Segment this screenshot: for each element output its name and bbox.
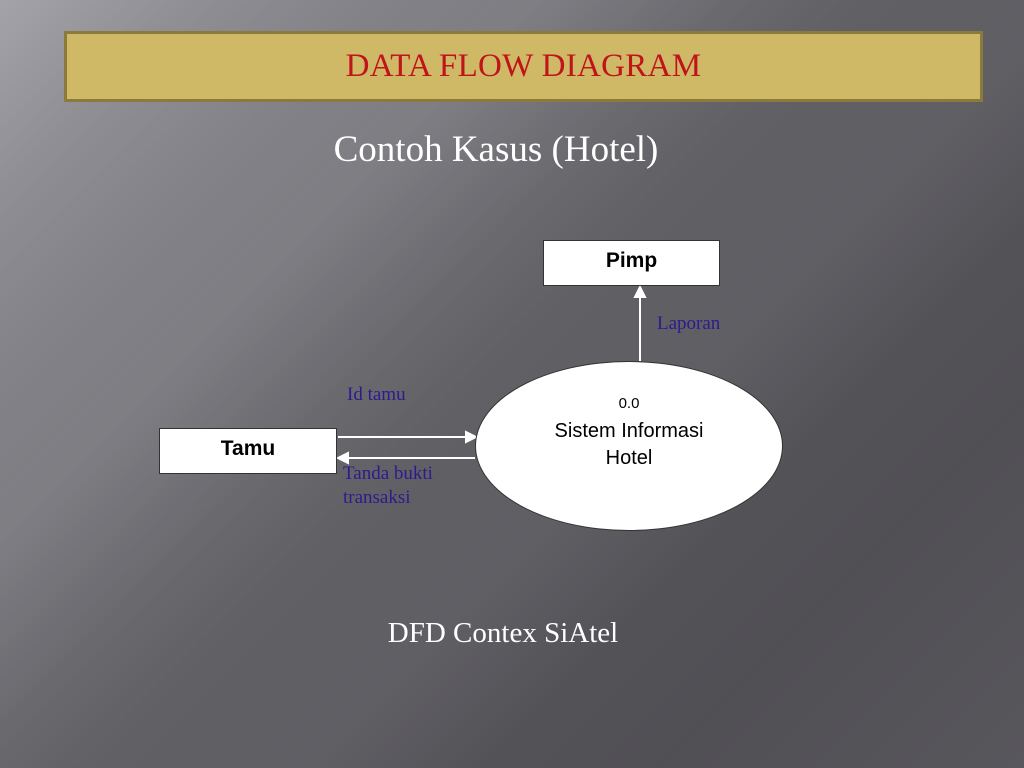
flow-laporan-arrowhead (633, 284, 647, 298)
entity-pimp[interactable]: Pimp (543, 240, 720, 286)
slide-title: DATA FLOW DIAGRAM (345, 48, 702, 84)
process-name-line2: Hotel (605, 447, 653, 469)
entity-tamu[interactable]: Tamu (159, 428, 337, 474)
flow-label-tanda-bukti-transaksi: Tanda bukti transaksi (343, 462, 473, 510)
process-name-line1: Sistem Informasi (554, 420, 704, 442)
process-number: 0.0 (618, 395, 640, 412)
flow-idtamu-arrowhead (465, 430, 479, 444)
diagram-caption: DFD Contex SiAtel (387, 617, 619, 649)
process-name: Sistem Informasi Hotel (476, 418, 782, 472)
title-bar: DATA FLOW DIAGRAM (64, 31, 983, 102)
slide-subtitle: Contoh Kasus (Hotel) (333, 129, 659, 170)
process-sistem-informasi-hotel[interactable]: 0.0 Sistem Informasi Hotel (475, 361, 783, 531)
flow-label-laporan: Laporan (657, 313, 721, 334)
flow-tanda-arrowhead (335, 451, 349, 465)
flow-label-tanda-line2: transaksi (343, 487, 411, 508)
flow-label-id-tamu: Id tamu (347, 384, 406, 405)
flow-label-tanda-line1: Tanda bukti (343, 463, 433, 484)
